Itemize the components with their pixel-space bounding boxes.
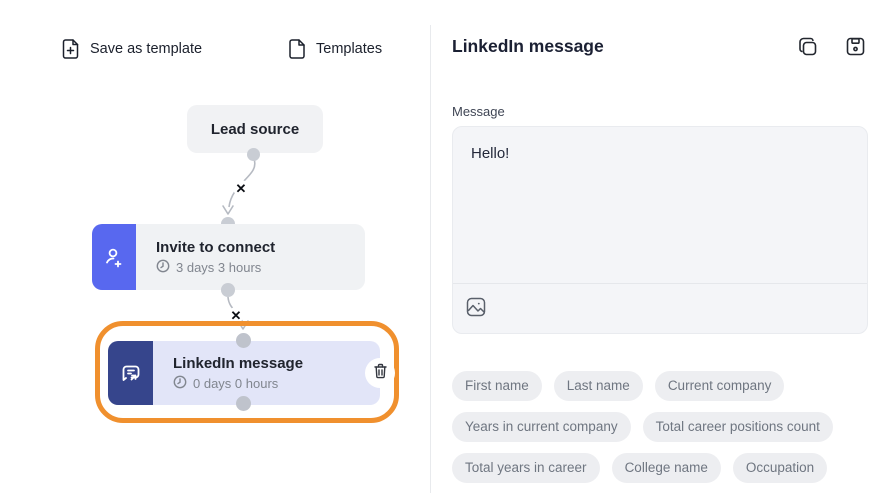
- node-body: LinkedIn message 0 days 0 hours: [153, 341, 380, 405]
- clock-icon: [173, 375, 187, 392]
- person-plus-icon: [92, 224, 136, 290]
- composer-footer: [453, 283, 867, 333]
- save-disk-icon: [846, 37, 865, 59]
- connector-dot[interactable]: [236, 396, 251, 411]
- remove-connection-button[interactable]: ✕: [233, 180, 249, 196]
- templates-button[interactable]: Templates: [289, 36, 382, 62]
- node-linkedin-title: LinkedIn message: [173, 354, 304, 372]
- chip-row: First name Last name Current company: [452, 371, 872, 401]
- save-as-template-button[interactable]: Save as template: [62, 36, 202, 62]
- attach-image-button[interactable]: [466, 297, 486, 320]
- chip-occupation[interactable]: Occupation: [732, 453, 828, 483]
- delete-node-button[interactable]: [365, 358, 395, 388]
- chip-row: Total years in career College name Occup…: [452, 453, 872, 483]
- variable-chips: First name Last name Current company Yea…: [452, 371, 872, 483]
- node-lead-source-title: Lead source: [210, 120, 300, 138]
- copy-icon: [797, 36, 818, 60]
- delay-text: 0 days 0 hours: [193, 375, 279, 391]
- chip-row: Years in current company Total career po…: [452, 412, 872, 442]
- panel-title: LinkedIn message: [452, 36, 604, 56]
- node-invite-title: Invite to connect: [156, 238, 276, 256]
- chip-college-name[interactable]: College name: [611, 453, 721, 483]
- connector-dot[interactable]: [221, 283, 235, 297]
- message-send-icon: [108, 341, 153, 405]
- duplicate-step-button[interactable]: [795, 36, 819, 60]
- node-invite-delay: 3 days 3 hours: [156, 259, 365, 276]
- chip-first-name[interactable]: First name: [452, 371, 542, 401]
- panel-divider: [430, 25, 431, 493]
- connector-dot[interactable]: [236, 333, 251, 348]
- image-icon: [466, 297, 486, 320]
- connector-dot[interactable]: [247, 148, 260, 161]
- node-lead-source[interactable]: Lead source: [187, 105, 323, 153]
- chip-years-in-current-company[interactable]: Years in current company: [452, 412, 631, 442]
- file-plus-icon: [62, 39, 79, 59]
- trash-icon: [373, 363, 388, 384]
- node-invite-to-connect[interactable]: Invite to connect 3 days 3 hours: [92, 224, 365, 290]
- save-as-template-label: Save as template: [90, 41, 203, 57]
- node-linkedin-message[interactable]: LinkedIn message 0 days 0 hours: [108, 341, 380, 405]
- chip-current-company[interactable]: Current company: [654, 371, 785, 401]
- chip-total-career-positions-count[interactable]: Total career positions count: [642, 412, 833, 442]
- save-step-button[interactable]: [843, 36, 867, 60]
- message-input[interactable]: Hello!: [471, 145, 510, 162]
- templates-label: Templates: [316, 41, 383, 57]
- file-icon: [289, 39, 305, 59]
- node-body: Invite to connect 3 days 3 hours: [136, 224, 365, 290]
- chip-total-years-in-career[interactable]: Total years in career: [452, 453, 600, 483]
- message-field-label: Message: [452, 104, 505, 119]
- message-composer: Hello!: [452, 126, 868, 334]
- chip-last-name[interactable]: Last name: [553, 371, 643, 401]
- sequence-canvas: Lead source ✕ Invite to connect 3 d: [0, 0, 430, 493]
- remove-connection-button[interactable]: ✕: [228, 307, 244, 323]
- clock-icon: [156, 259, 170, 276]
- node-linkedin-delay: 0 days 0 hours: [173, 375, 380, 392]
- delay-text: 3 days 3 hours: [176, 259, 262, 275]
